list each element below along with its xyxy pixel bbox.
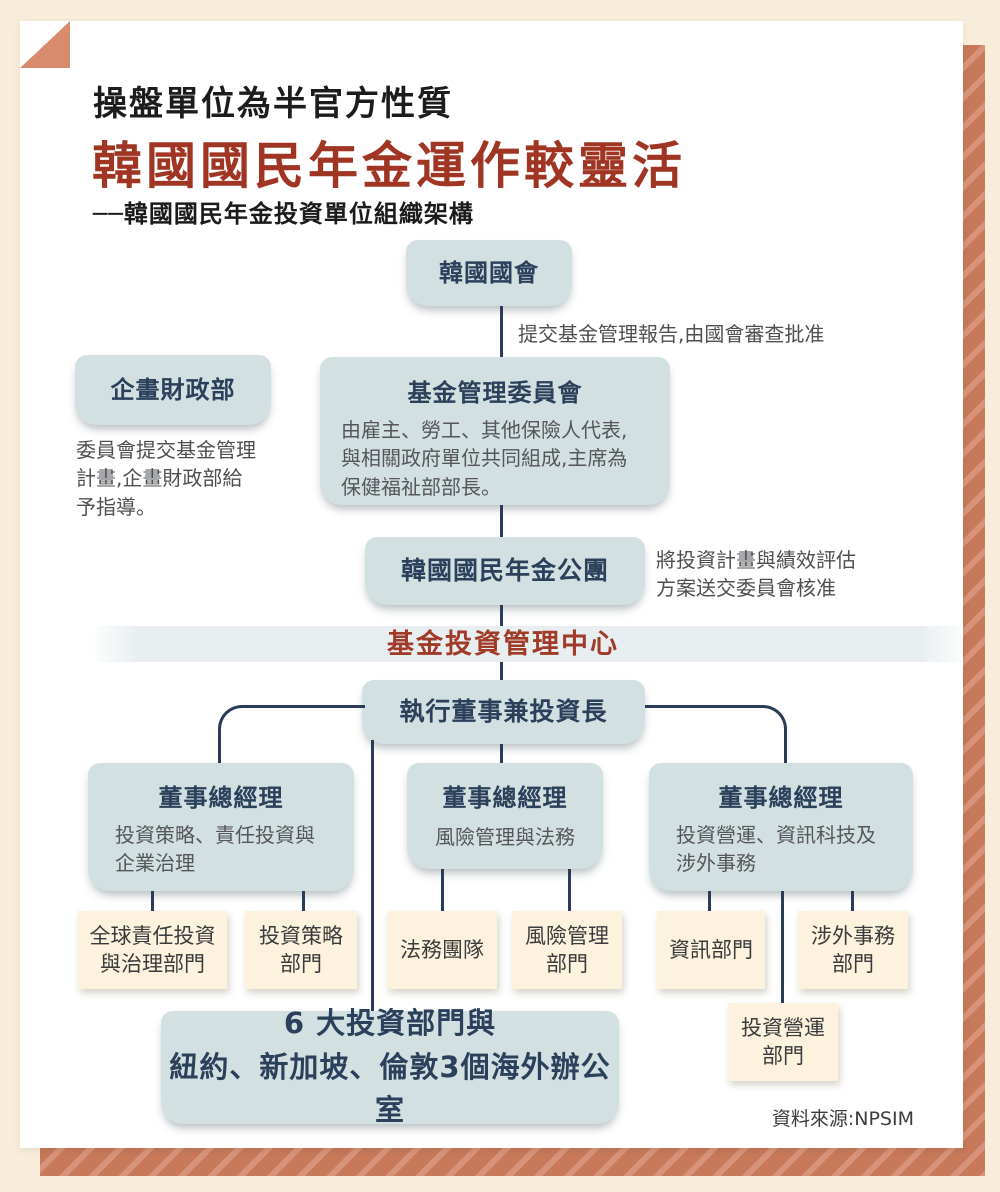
- dept-investment-strategy: 投資策略 部門: [245, 911, 357, 989]
- connector-strategy-dept2: [302, 891, 305, 911]
- box-cio: 執行董事兼投資長: [362, 680, 645, 744]
- connector-operations-dept2: [851, 891, 854, 911]
- box-cio-label: 執行董事兼投資長: [399, 697, 608, 726]
- box-ministry-finance: 企畫財政部: [75, 355, 271, 425]
- corporation-note: 將投資計畫與績效評估 方案送交委員會核准: [656, 548, 856, 601]
- box-director-risk: 董事總經理 風險管理與法務: [407, 763, 603, 869]
- box-pension-corporation-label: 韓國國民年金公團: [400, 556, 609, 585]
- dept-investment-operations: 投資營運 部門: [728, 1003, 838, 1081]
- kicker-title: 操盤單位為半官方性質: [93, 84, 453, 124]
- dept-external-affairs: 涉外事務 部門: [798, 911, 908, 989]
- dept-risk-management: 風險管理 部門: [512, 911, 622, 989]
- box-director-strategy: 董事總經理 投資策略、責任投資與 企業治理: [88, 763, 354, 891]
- box-director-operations-desc: 投資營運、資訊科技及 涉外事務: [676, 823, 876, 876]
- box-director-risk-desc: 風險管理與法務: [435, 825, 575, 849]
- box-fund-management-committee: 基金管理委員會 由雇主、勞工、其他保險人代表, 與相關政府單位共同組成,主席為 …: [320, 357, 670, 505]
- page-subtitle: ──韓國國民年金投資單位組織架構: [93, 200, 474, 228]
- committee-description: 由雇主、勞工、其他保險人代表, 與相關政府單位共同組成,主席為 保健福祉部部長。: [341, 418, 628, 499]
- connector-band-cio: [500, 662, 503, 681]
- investment-center-band: [95, 626, 963, 662]
- box-ministry-finance-label: 企畫財政部: [110, 376, 236, 404]
- page-title: 韓國國民年金運作較靈活: [92, 136, 686, 195]
- connector-strategy-dept1: [151, 891, 154, 911]
- connector-cio-right-director: [645, 705, 787, 766]
- box-director-risk-title: 董事總經理: [442, 784, 568, 812]
- connector-operations-dept3: [781, 891, 784, 1003]
- connector-corporation-band: [500, 605, 503, 626]
- connector-assembly-committee: [500, 306, 503, 360]
- box-national-assembly: 韓國國會: [406, 240, 572, 306]
- box-pension-corporation: 韓國國民年金公團: [365, 537, 645, 605]
- connector-risk-dept1: [441, 869, 444, 911]
- dept-legal-team: 法務團隊: [387, 911, 497, 989]
- box-director-operations: 董事總經理 投資營運、資訊科技及 涉外事務: [649, 763, 913, 891]
- dept-global-responsible-investment: 全球責任投資 與治理部門: [78, 911, 227, 989]
- connector-cio-middle-director: [500, 744, 503, 764]
- box-director-strategy-title: 董事總經理: [158, 784, 284, 812]
- ministry-note: 委員會提交基金管理 計畫,企畫財政部給 予指導。: [76, 438, 256, 519]
- connector-cio-overseas-box: [371, 740, 374, 1012]
- dept-information: 資訊部門: [657, 911, 765, 989]
- box-national-assembly-label: 韓國國會: [439, 259, 539, 287]
- box-fund-management-committee-label: 基金管理委員會: [407, 379, 583, 407]
- connector-cio-left-director: [218, 705, 365, 766]
- connector-risk-dept2: [568, 869, 571, 911]
- box-director-strategy-desc: 投資策略、責任投資與 企業治理: [115, 823, 315, 876]
- investment-center-label: 基金投資管理中心: [387, 629, 619, 660]
- box-director-operations-title: 董事總經理: [718, 784, 844, 812]
- assembly-note: 提交基金管理報告,由國會審查批准: [518, 322, 825, 346]
- box-overseas-offices: 6 大投資部門與 紐約、新加坡、倫敦3個海外辦公室: [161, 1006, 619, 1127]
- connector-committee-corporation: [500, 505, 503, 538]
- connector-operations-dept1: [708, 891, 711, 911]
- data-source: 資料來源:NPSIM: [771, 1108, 914, 1130]
